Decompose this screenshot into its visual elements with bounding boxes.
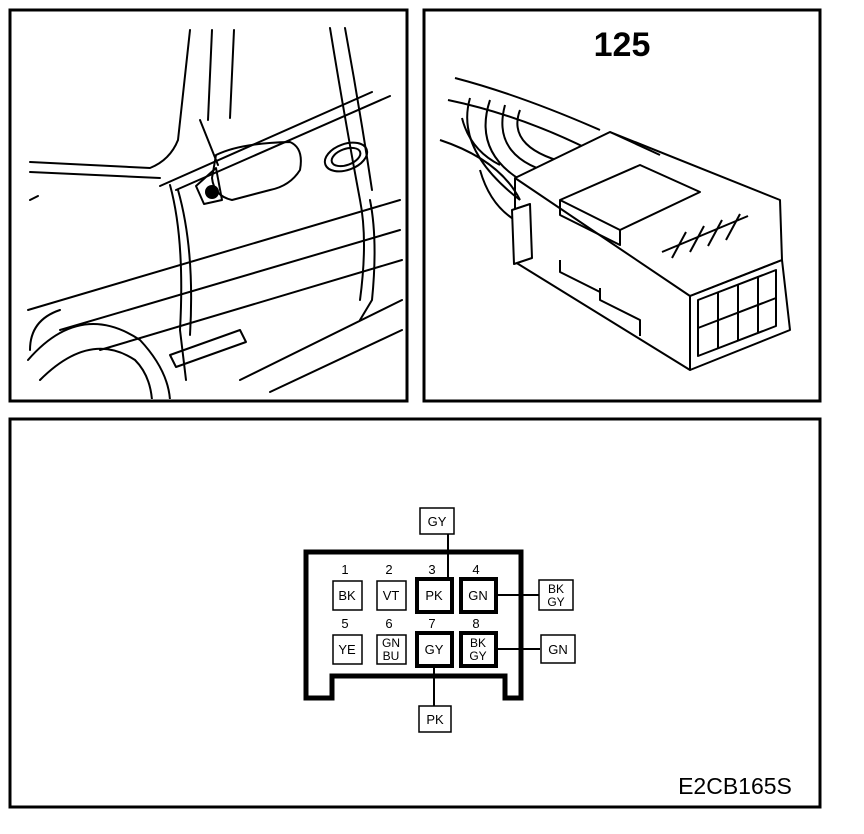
pin-box-highlight	[459, 631, 498, 668]
pin-3: 3PK	[415, 562, 454, 614]
pin-color-text: GN	[382, 636, 400, 650]
connector-illustration: 125	[422, 8, 822, 403]
wire-label-box	[418, 705, 452, 733]
wire-color-text: GY	[428, 514, 447, 529]
wire-color-text: BK	[548, 582, 564, 596]
pin-box	[332, 634, 363, 665]
wire-lines	[433, 533, 540, 707]
wire-color-text: GY	[547, 595, 564, 609]
pin-color-text: VT	[383, 588, 400, 603]
pin-box-highlight	[459, 577, 498, 614]
wire-label-top: GY	[419, 507, 455, 535]
pin-box-highlight	[415, 631, 454, 668]
pin-number: 1	[341, 562, 348, 577]
pin-7: 7GY	[415, 616, 454, 668]
pin-2: 2VT	[376, 562, 407, 611]
connector-number: 125	[594, 26, 651, 64]
pin-number: 4	[472, 562, 479, 577]
pin-box	[376, 634, 407, 665]
pin-color-text: BK	[470, 636, 486, 650]
pin-number: 2	[385, 562, 392, 577]
pin-1: 1BK	[332, 562, 363, 611]
car-door-illustration	[8, 8, 409, 403]
wire-color-text: PK	[426, 712, 444, 727]
pin-number: 6	[385, 616, 392, 631]
pin-color-text: PK	[425, 588, 443, 603]
pin-color-text: GY	[469, 649, 486, 663]
pin-color-text: BU	[383, 649, 400, 663]
pin-box	[376, 580, 407, 611]
pin-number: 7	[428, 616, 435, 631]
connector-housing	[303, 549, 524, 701]
pin-color-text: GN	[468, 588, 488, 603]
wire-label-bottom: PK	[418, 705, 452, 733]
wire-color-text: GN	[548, 642, 568, 657]
wire-label-box	[538, 579, 574, 611]
wire-label-box	[419, 507, 455, 535]
pin-5: 5YE	[332, 616, 363, 665]
figure-code: E2CB165S	[678, 773, 792, 799]
pin-number: 5	[341, 616, 348, 631]
wire-label-right2: GN	[540, 634, 576, 664]
pin-box	[332, 580, 363, 611]
pin-4: 4GN	[459, 562, 498, 614]
pin-number: 3	[428, 562, 435, 577]
pin-color-text: GY	[425, 642, 444, 657]
pin-color-text: YE	[338, 642, 356, 657]
pin-box-highlight	[415, 577, 454, 614]
pin-color-text: BK	[338, 588, 356, 603]
wire-label-box	[540, 634, 576, 664]
pin-number: 8	[472, 616, 479, 631]
